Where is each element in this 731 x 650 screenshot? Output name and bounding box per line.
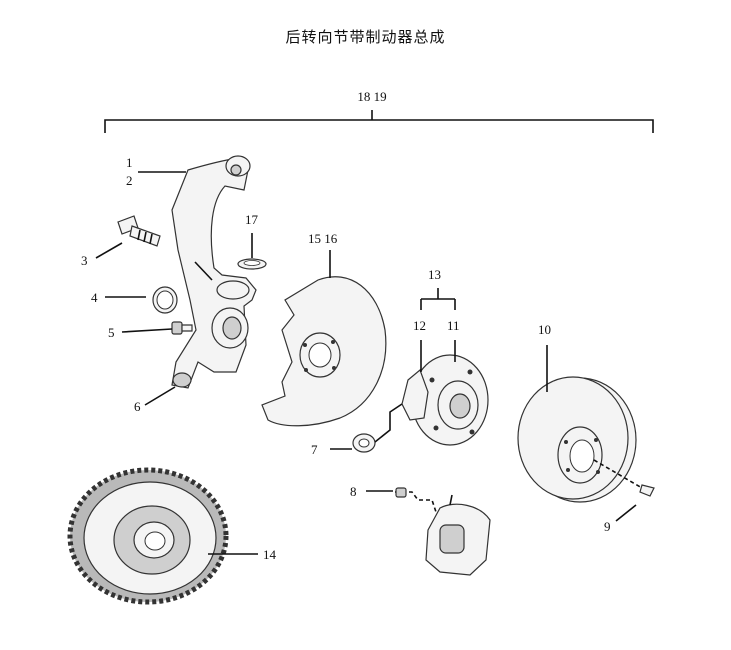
assembly-bracket: 18 19 xyxy=(104,89,654,133)
nut-part-7 xyxy=(352,433,376,453)
label-15-16: 15 16 xyxy=(308,231,338,246)
label-13: 13 xyxy=(428,267,441,282)
label-3: 3 xyxy=(81,253,88,268)
steering-knuckle xyxy=(171,155,257,389)
bolt-part-3 xyxy=(117,215,161,247)
label-17: 17 xyxy=(245,212,259,227)
label-6: 6 xyxy=(134,399,141,414)
ring-part-17 xyxy=(237,258,267,270)
label-7: 7 xyxy=(311,442,318,457)
label-14: 14 xyxy=(263,547,277,562)
label-5: 5 xyxy=(108,325,115,340)
diagram-title: 后转向节带制动器总成 xyxy=(285,28,446,46)
label-8: 8 xyxy=(350,484,357,499)
tone-ring-part-14 xyxy=(67,467,229,605)
label-10: 10 xyxy=(538,322,551,337)
label-9: 9 xyxy=(604,519,611,534)
label-18-19: 18 19 xyxy=(357,89,386,104)
label-11: 11 xyxy=(447,318,460,333)
bolt-part-5 xyxy=(171,321,193,335)
caliper-part-8 xyxy=(395,487,491,576)
label-1: 1 xyxy=(126,155,133,170)
brake-disc-part-10 xyxy=(517,376,637,503)
leader-lines xyxy=(95,171,637,555)
label-2: 2 xyxy=(126,173,133,188)
hub-part-11-12 xyxy=(401,354,489,446)
part-labels: 1 2 3 4 5 6 17 15 16 13 12 11 10 7 8 9 1… xyxy=(81,155,611,562)
snap-ring-part-4 xyxy=(152,286,178,314)
screw-part-9 xyxy=(593,459,655,497)
label-12: 12 xyxy=(413,318,426,333)
dust-shield-part-15-16 xyxy=(261,276,387,427)
label-4: 4 xyxy=(91,290,98,305)
